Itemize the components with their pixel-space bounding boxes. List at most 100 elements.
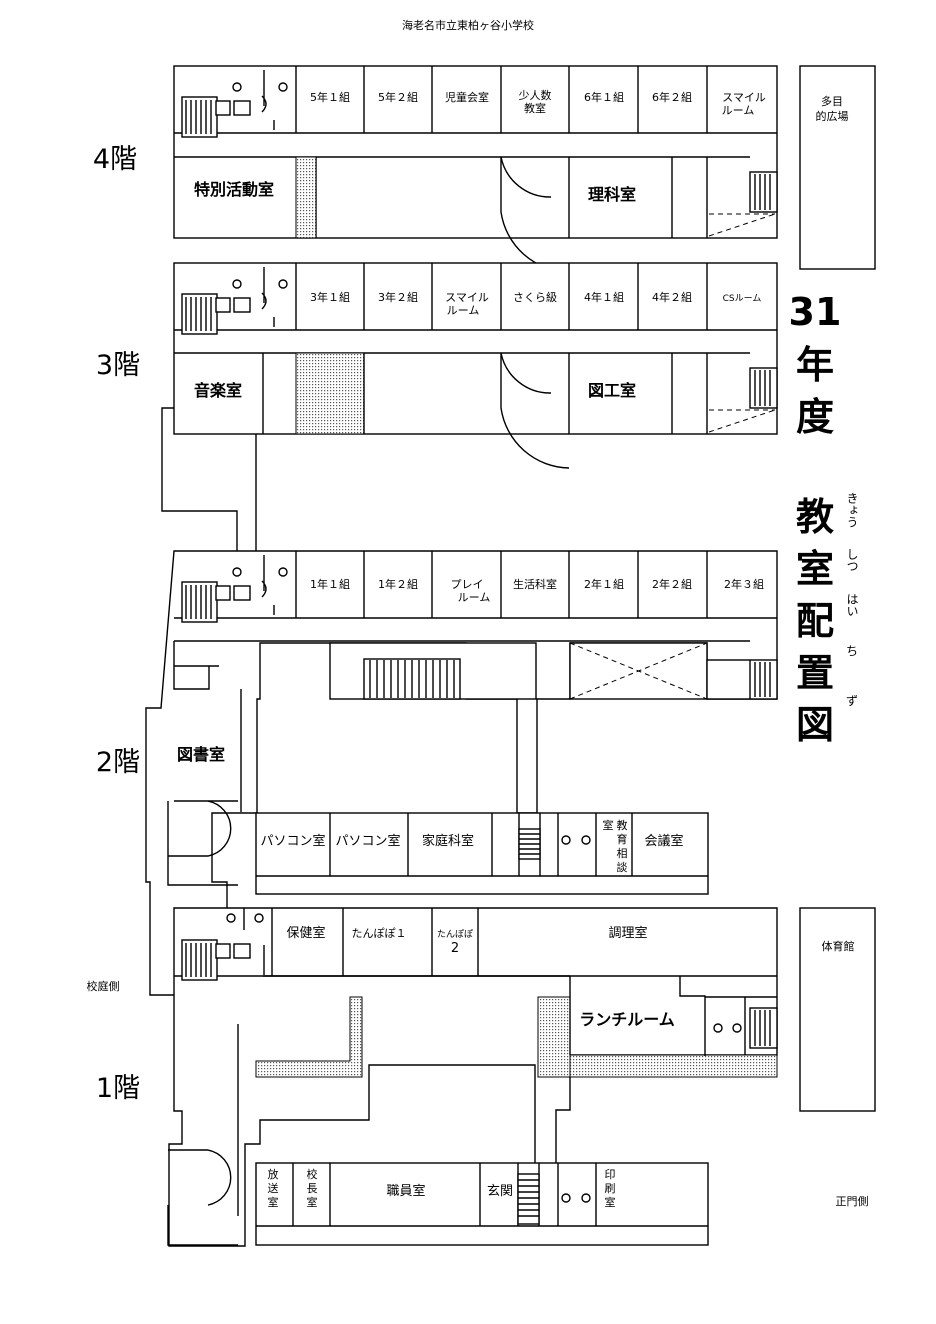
toilet-sign-icon (232, 82, 242, 92)
room-label: たんぽぽ１ (352, 927, 407, 940)
room-label: 家庭科室 (422, 833, 474, 849)
room-label: 室 (605, 1195, 616, 1209)
room-label: 図工室 (588, 381, 636, 400)
room-label: 6年２組 (652, 90, 692, 104)
toilet-sign-icon (561, 835, 571, 845)
room-label: たんぽぽ (437, 929, 473, 940)
title-main: 図 (796, 703, 834, 747)
room-label: スマイル (722, 91, 766, 104)
room-label: 図書室 (177, 745, 225, 764)
room-label: 室 (603, 818, 614, 832)
toilet-sign-icon (278, 567, 288, 577)
room-label: 5年２組 (378, 90, 418, 104)
title-ruby: きょう (845, 492, 859, 528)
room-label: 印 (605, 1168, 616, 1181)
room-label: さくら級 (513, 291, 557, 304)
toilet-sign-icon (581, 835, 591, 845)
toilet-icon (215, 100, 231, 116)
room-label: ルーム (447, 304, 480, 317)
title-do-char: 度 (796, 395, 834, 439)
room-label: 5年１組 (310, 90, 350, 104)
room-label: 相 (617, 847, 628, 860)
title-year-char: 年 (796, 343, 834, 387)
side-label: 的広場 (816, 109, 849, 123)
room-label: パソコン室 (335, 833, 400, 849)
toilet-icon (215, 943, 231, 959)
room-label: 玄関 (487, 1184, 513, 1199)
school-name: 海老名市立東柏ヶ谷小学校 (402, 18, 534, 32)
room-label: ルーム (458, 591, 491, 604)
stairs-icon (749, 171, 778, 213)
room-label: 4年１組 (584, 290, 624, 304)
accessible-icon (233, 297, 251, 313)
floor-label-4: 4階 (93, 144, 137, 175)
room-label: 放 (268, 1167, 279, 1181)
room-label: 職員室 (386, 1183, 425, 1199)
floor-label-2: 2階 (96, 747, 140, 778)
stairs-icon (749, 367, 778, 409)
room-label: 特別活動室 (194, 180, 274, 199)
toilet-sign-icon (232, 567, 242, 577)
room-label: 会議室 (644, 833, 683, 849)
stairs-icon (706, 659, 778, 700)
stairs-icon (181, 96, 218, 138)
title-main: 教 (796, 495, 834, 539)
room-label: 6年１組 (584, 90, 624, 104)
room-label: 1年２組 (378, 577, 418, 591)
side-label: 体育館 (822, 939, 855, 953)
room-label: 刷 (605, 1182, 616, 1195)
stairs-icon (181, 293, 218, 335)
room-label: 2 (451, 941, 459, 956)
room-label: 1年１組 (310, 577, 350, 591)
title-main: 配 (796, 599, 834, 643)
room-label: 3年２組 (378, 290, 418, 304)
room-label: 保健室 (286, 925, 325, 941)
room-label: 育 (617, 832, 628, 846)
toilet-sign-icon (226, 913, 236, 923)
accessible-icon (233, 585, 251, 601)
side-label: 校庭側 (87, 979, 120, 993)
room-label: 2年１組 (584, 577, 624, 591)
toilet-sign-icon (581, 1193, 591, 1203)
room-label: 音楽室 (194, 381, 242, 400)
room-label: CSルーム (723, 293, 762, 304)
room-label: 4年２組 (652, 290, 692, 304)
accessible-icon (233, 943, 251, 959)
room-label: 校 (307, 1167, 318, 1181)
room-label: 少人数 (519, 89, 552, 102)
toilet-sign-icon (732, 1023, 742, 1033)
title-ruby: しつ (845, 548, 859, 572)
toilet-sign-icon (254, 913, 264, 923)
toilet-sign-icon (713, 1023, 723, 1033)
room-label: 室 (268, 1195, 279, 1209)
title-main: 室 (796, 547, 834, 591)
title-main: 置 (796, 651, 834, 695)
toilet-sign-icon (278, 279, 288, 289)
title-ruby: ず (846, 694, 858, 708)
room-label: 2年３組 (724, 577, 764, 591)
toilet-sign-icon (561, 1193, 571, 1203)
title-year: 31 (789, 290, 842, 334)
stairs-icon (181, 939, 218, 981)
room-label: 教室 (524, 101, 546, 115)
stairs-icon (749, 1007, 778, 1049)
room-label: ランチルーム (579, 1010, 675, 1029)
room-label: 調理室 (608, 925, 647, 941)
accessible-icon (233, 100, 251, 116)
room-label: プレイ (451, 578, 484, 591)
side-label: 多目 (821, 94, 843, 108)
floor-1: 保健室 たんぽぽ１ たんぽぽ 2 調理室 ランチルーム 放 送 室 (167, 907, 778, 1247)
title-ruby: ち (846, 644, 858, 658)
room-label: 談 (617, 860, 628, 874)
floor-label-3: 3階 (96, 350, 140, 381)
room-label: 室 (307, 1195, 318, 1209)
toilet-icon (215, 297, 231, 313)
room-label: 教 (617, 819, 628, 832)
room-label: 3年１組 (310, 290, 350, 304)
floor-label-1: 1階 (96, 1073, 140, 1104)
toilet-sign-icon (232, 279, 242, 289)
room-label: 2年２組 (652, 577, 692, 591)
room-label: 生活科室 (513, 577, 557, 591)
room-label: 送 (268, 1181, 279, 1195)
